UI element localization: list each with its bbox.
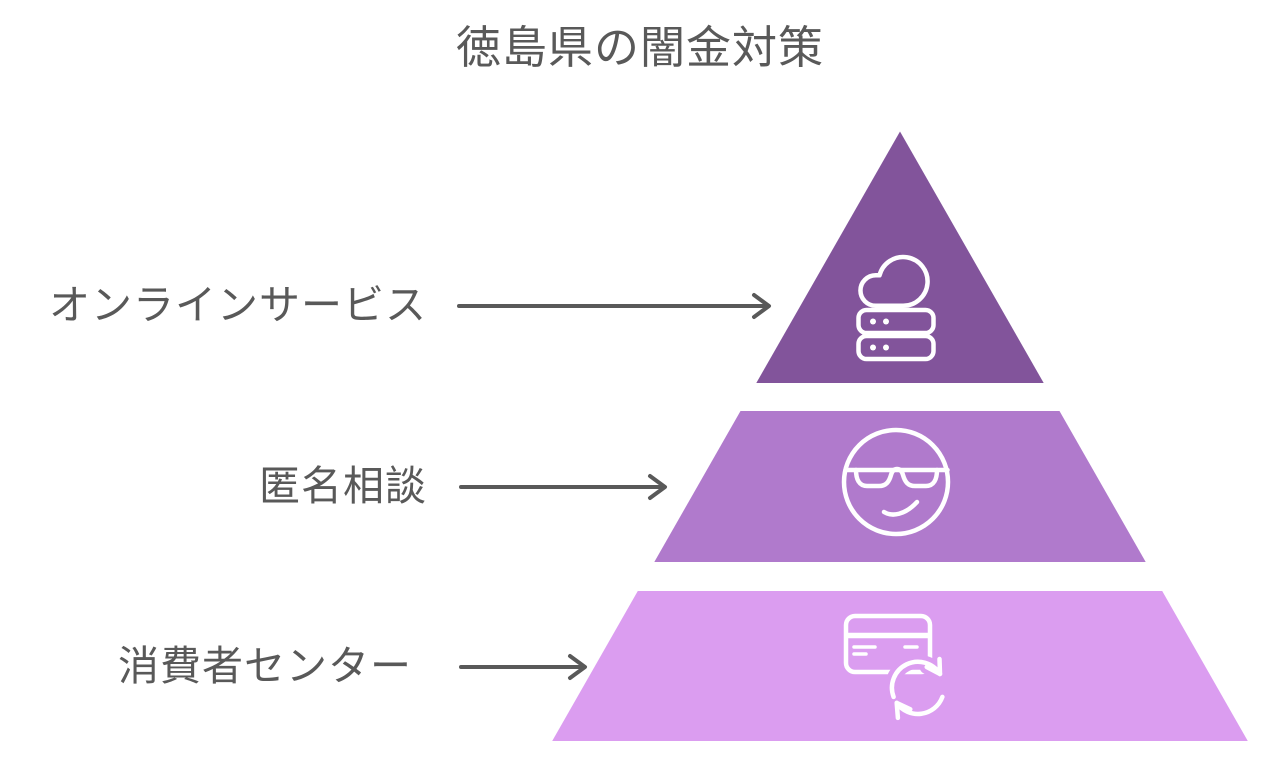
server-led-dot [883, 344, 889, 351]
smile-curve [881, 499, 920, 517]
tier-label-anonymous-consult: 匿名相談 [259, 463, 427, 509]
pyramid-tier-middle [654, 411, 1146, 562]
arrow-head-icon [568, 654, 587, 680]
arrow-to-top-tier [457, 293, 771, 319]
sync-arc-bottom [894, 694, 945, 717]
cool-face-icon [841, 427, 951, 537]
sync-arrow-head [924, 656, 943, 677]
page-title: 徳島県の闇金対策 [455, 22, 824, 73]
arrow-head-icon [752, 293, 771, 319]
sync-arrows [889, 656, 945, 721]
sync-arrow-head [894, 700, 913, 721]
server-led-dot [870, 318, 876, 325]
server-led-dot [870, 344, 876, 351]
arrow-to-middle-tier [459, 474, 667, 500]
tier-label-online-service: オンラインサービス [49, 282, 427, 328]
cloud-server-icon [856, 254, 936, 362]
server-row-2 [856, 333, 936, 362]
arrow-to-bottom-tier [459, 654, 587, 680]
credit-card-shape [843, 613, 933, 675]
sunglasses-lenses [853, 466, 940, 489]
sync-arc-top [889, 659, 943, 700]
arrow-head-icon [648, 474, 667, 500]
server-row-1 [856, 307, 936, 336]
tier-label-consumer-center: 消費者センター [118, 643, 412, 689]
cloud-shape [858, 254, 930, 309]
server-led-dot [883, 318, 889, 325]
card-outline [843, 613, 933, 675]
face-outline [841, 427, 951, 537]
card-sync-icon [843, 613, 950, 725]
